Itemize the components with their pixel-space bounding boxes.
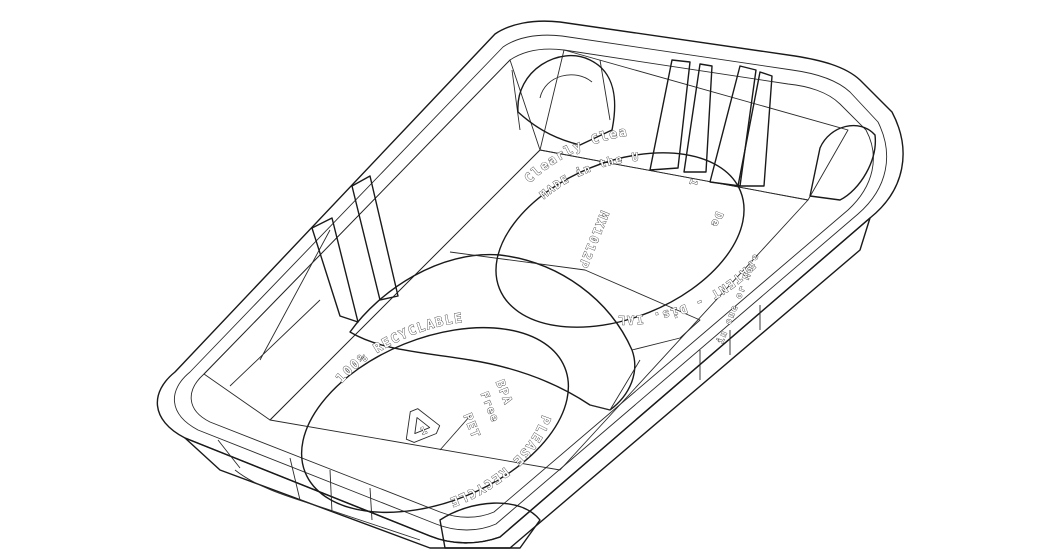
divider-dome [349,251,701,411]
right-disc-side: De [708,210,726,230]
left-disc-material: PET [460,411,483,441]
recycle-code: 1 [419,425,430,438]
recycle-icon [405,408,441,443]
tray-rim [156,20,904,544]
outer-walls [184,217,871,549]
stacking-ribs [649,59,773,187]
right-recess [809,125,876,201]
left-disc-bpa: BPA [493,378,516,408]
side-ribs [311,175,399,323]
back-recess [517,55,616,146]
right-disc: Clearly Clea MADE in the U MX1012P PATEN… [495,124,762,346]
right-disc-model: MX1012P [576,209,612,271]
left-disc-bottom-arc: PLEASE RECYCLE [447,413,553,509]
right-disc-corner: 1 [686,177,699,188]
